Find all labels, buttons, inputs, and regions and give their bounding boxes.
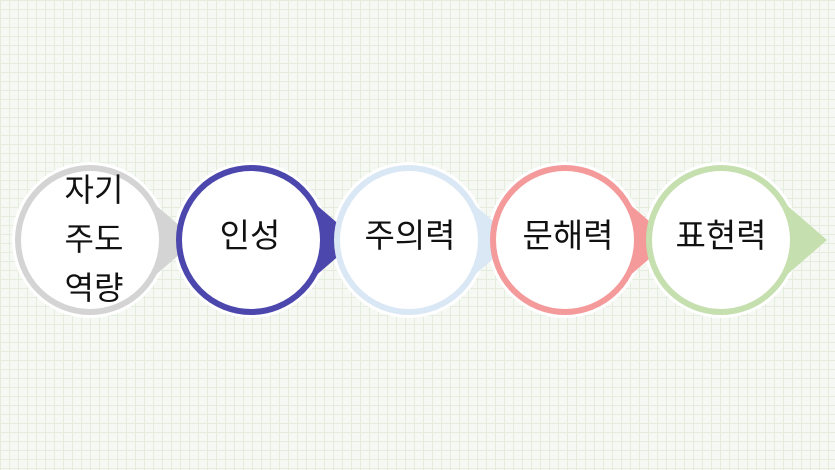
- node-ring-self-directed-competence: [15, 165, 165, 315]
- node-ring-attention: [334, 165, 484, 315]
- node-label-line: 자기: [64, 171, 124, 209]
- node-label-line: 인성: [219, 216, 281, 255]
- node-label-expression: 표현력: [656, 216, 786, 256]
- node-fill-literacy: [493, 168, 637, 312]
- node-literacy: [490, 165, 671, 315]
- node-label-line: 주도: [64, 220, 124, 258]
- node-fill-attention: [337, 168, 481, 312]
- node-character: [176, 165, 357, 315]
- node-label-line: 주의력: [364, 216, 456, 255]
- node-label-line: 역량: [64, 269, 124, 307]
- node-self-directed-competence: [15, 165, 196, 315]
- node-fill-self-directed-competence: [18, 168, 162, 312]
- node-fill-expression: [649, 168, 793, 312]
- node-ring-expression: [646, 165, 796, 315]
- node-label-self-directed-competence: 자기 주도 역량: [44, 166, 144, 313]
- node-label-line: 표현력: [675, 216, 767, 255]
- node-attention: [334, 165, 515, 315]
- node-label-attention: 주의력: [345, 216, 475, 256]
- node-ring-literacy: [490, 165, 640, 315]
- node-label-literacy: 문해력: [503, 216, 633, 256]
- node-expression: [646, 165, 827, 315]
- node-fill-character: [179, 168, 323, 312]
- node-label-character: 인성: [200, 216, 300, 256]
- node-ring-character: [176, 165, 326, 315]
- node-label-line: 문해력: [522, 216, 614, 255]
